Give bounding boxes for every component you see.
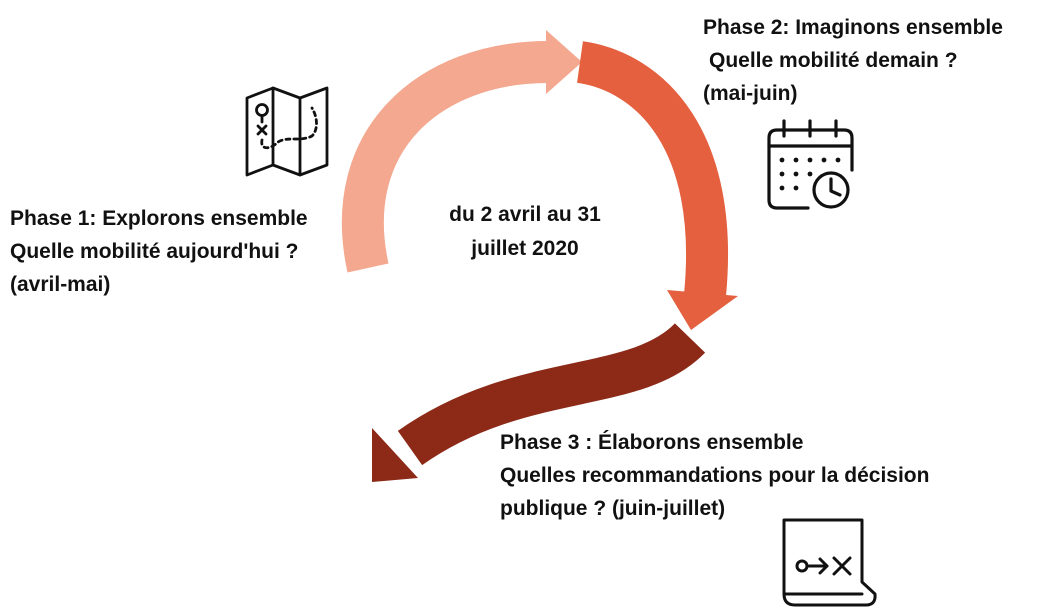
phase-1-arrow [342,30,582,273]
phase-2-label: Phase 2: Imaginons ensemble Quelle mobil… [703,11,1003,110]
phase-3-label: Phase 3 : Élaborons ensemble Quelles rec… [500,426,929,525]
date-range-line-1: du 2 avril au 31 [449,203,601,226]
strategy-scroll-icon [782,518,877,607]
phase-1-question: Quelle mobilité aujourd'hui ? [10,240,299,263]
phase-3-question: Quelles recommandations pour la décision [500,464,930,487]
phase-3-title: Phase 3 : Élaborons ensemble [500,431,804,454]
calendar-clock-icon [767,119,854,210]
phase-1-title: Phase 1: Explorons ensemble [10,207,308,230]
phase-2-period: (mai-juin) [703,82,798,105]
date-range-line-2: juillet 2020 [471,237,579,260]
phase-2-title: Phase 2: Imaginons ensemble [703,16,1003,39]
treasure-map-icon [245,86,329,177]
phase-2-question: Quelle mobilité demain ? [709,49,958,72]
phase-1-label: Phase 1: Explorons ensemble Quelle mobil… [10,202,308,301]
date-range: du 2 avril au 31 juillet 2020 [420,198,630,266]
calendar-grid-dots [779,157,841,191]
phase-3-question-cont: publique ? (juin-juillet) [500,497,726,520]
phase-2-arrow [576,41,738,330]
phase-1-period: (avril-mai) [10,273,111,296]
phase-3-arrow [372,322,706,482]
